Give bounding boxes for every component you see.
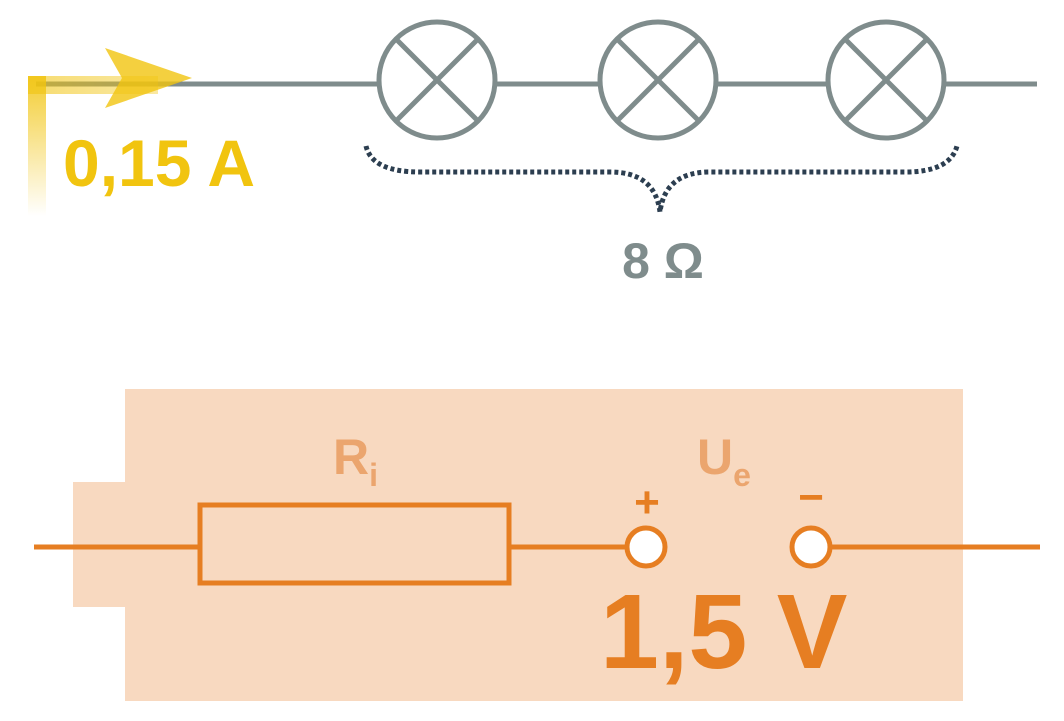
- voltage-label: 1,5 V: [600, 573, 848, 691]
- internal-resistor: [197, 502, 512, 586]
- plus-sign: +: [634, 478, 660, 527]
- lamp-icon: [825, 19, 947, 141]
- current-label: 0,15 A: [63, 126, 255, 200]
- minus-sign: −: [798, 473, 824, 522]
- battery-circuit: [34, 502, 1040, 586]
- internal-resistance-sub: i: [369, 457, 378, 493]
- resistance-brace: [363, 145, 960, 213]
- emf-sub: e: [733, 457, 751, 493]
- lamp-icon: [597, 19, 719, 141]
- negative-terminal: [789, 525, 833, 569]
- internal-resistance-main: R: [333, 429, 369, 485]
- lamp-icon: [376, 19, 498, 141]
- lamp-group: [376, 19, 947, 141]
- emf-label: Ue: [697, 429, 751, 493]
- positive-terminal: [624, 525, 668, 569]
- current-arrow-icon: [105, 48, 192, 108]
- emf-main: U: [697, 429, 733, 485]
- resistance-label: 8 Ω: [622, 233, 704, 289]
- internal-resistance-label: Ri: [333, 429, 378, 493]
